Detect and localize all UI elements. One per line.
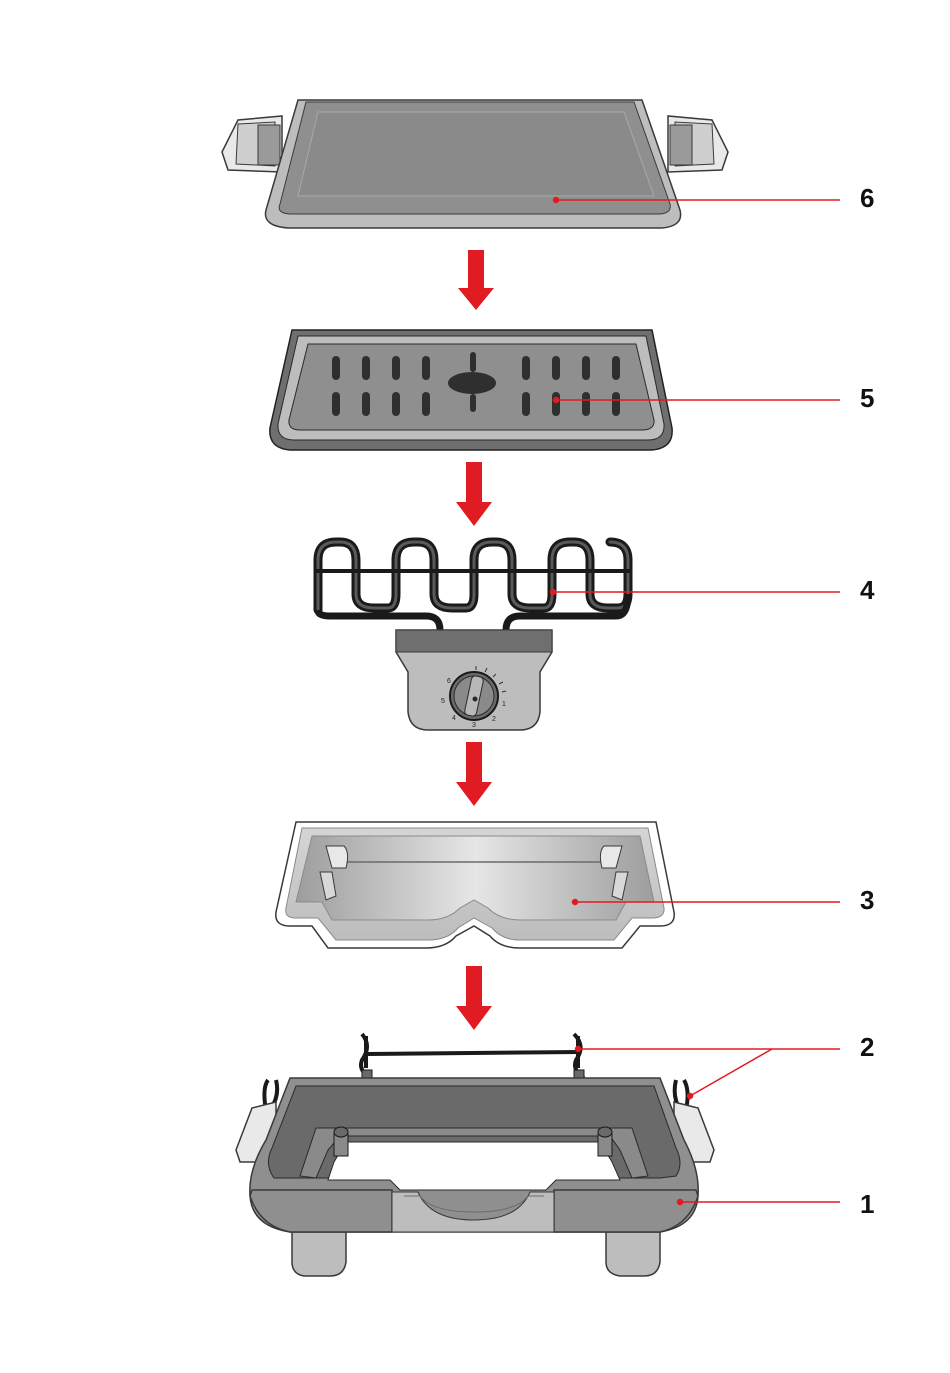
dial-mark: 4	[452, 715, 456, 722]
part-4-heating-element: 6 5 4 3 2 1	[316, 542, 630, 730]
right-handle	[668, 116, 728, 172]
part-6-griddle-plate	[222, 100, 728, 228]
grid-slot	[362, 392, 370, 416]
callout-3: 3	[860, 885, 874, 915]
left-handle	[222, 116, 282, 172]
grid-slot	[392, 356, 400, 380]
dial-mark: 2	[492, 716, 496, 723]
dial-mark: 3	[472, 722, 476, 729]
grid-slot	[522, 392, 530, 416]
grid-slot	[332, 392, 340, 416]
grid-slot	[552, 392, 560, 416]
assembly-arrow-3	[456, 742, 492, 806]
grid-slot	[612, 392, 620, 416]
part-5-grill-grid	[270, 330, 672, 450]
callout-1: 1	[860, 1189, 874, 1219]
dial-mark: 6	[447, 678, 451, 685]
grid-slot	[392, 392, 400, 416]
callout-5: 5	[860, 383, 874, 413]
assembly-arrow-1	[458, 250, 494, 310]
thermostat-dial[interactable]	[450, 672, 498, 720]
callout-labels: 6 5 4 3 2 1	[860, 183, 875, 1219]
base-post-left	[334, 1127, 348, 1156]
grid-slot	[582, 356, 590, 380]
part-1-base	[236, 1078, 714, 1276]
callout-4: 4	[860, 575, 875, 605]
grid-slot	[422, 392, 430, 416]
grid-slot	[332, 356, 340, 380]
grid-slot	[422, 356, 430, 380]
part-3-drip-tray	[276, 822, 674, 948]
grid-slot	[522, 356, 530, 380]
dial-mark: 5	[441, 698, 445, 705]
dial-mark: 1	[502, 701, 506, 708]
grid-slot	[612, 356, 620, 380]
grid-slot	[552, 356, 560, 380]
assembly-arrow-2	[456, 462, 492, 526]
grid-slot	[582, 392, 590, 416]
assembly-arrow-4	[456, 966, 492, 1030]
callout-2: 2	[860, 1032, 874, 1062]
grid-slot	[362, 356, 370, 380]
base-post-right	[598, 1127, 612, 1156]
callout-6: 6	[860, 183, 874, 213]
